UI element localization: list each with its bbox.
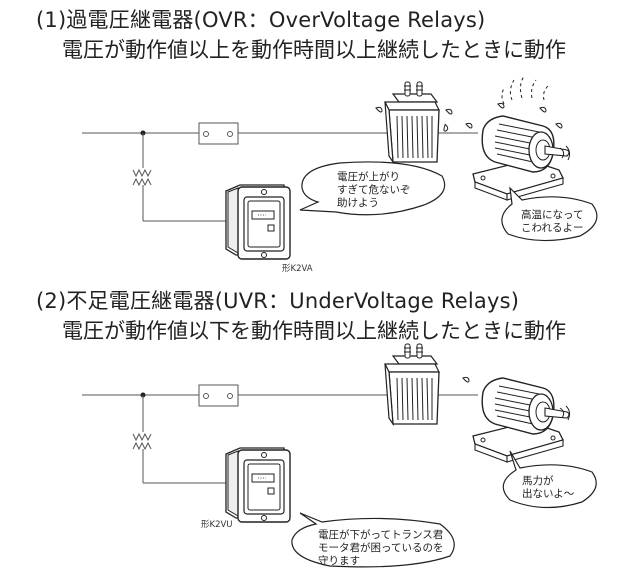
uvr-circuit: 形K2VU 馬力が 出ないよ〜 電圧が下がってトランス君 モータ君が困っているの…	[82, 343, 597, 568]
section-1-title: (1)過電圧継電器(OVR：OverVoltage Relays)	[36, 8, 486, 32]
svg-text:馬力が: 馬力が	[522, 474, 554, 487]
section-1-description: 電圧が動作値以上を動作時間以上継続したときに動作	[62, 38, 566, 62]
svg-text:助けよう: 助けよう	[337, 196, 379, 209]
transformer-icon	[384, 81, 440, 163]
ovr-circuit: 形K2VA 電圧が上がり すぎて危ないぞ 助けよう 高温になって	[82, 75, 598, 274]
relay-model-label: 形K2VA	[282, 264, 313, 274]
circuit-breaker-icon	[198, 384, 239, 407]
relay-device-icon	[225, 447, 291, 523]
svg-text:モータ君が困っているのを: モータ君が困っているのを	[318, 541, 443, 554]
transformer-icon	[384, 343, 440, 425]
svg-text:電圧が上がり: 電圧が上がり	[337, 170, 400, 183]
motor-icon	[472, 115, 570, 201]
motor-speech-bubble: 高温になって こわれるよー	[501, 186, 598, 242]
svg-text:出ないよ〜: 出ないよ〜	[522, 487, 575, 500]
section-2-description: 電圧が動作値以下を動作時間以上継続したときに動作	[62, 319, 566, 343]
relay-model-label: 形K2VU	[201, 520, 233, 530]
svg-text:守ります: 守ります	[318, 554, 360, 567]
svg-text:高温になって: 高温になって	[521, 208, 583, 221]
potential-transformer-icon	[132, 168, 152, 187]
relay-device-icon	[225, 184, 291, 260]
section-2-title: (2)不足電圧継電器(UVR：UnderVoltage Relays)	[36, 289, 520, 313]
svg-text:こわれるよー: こわれるよー	[521, 222, 583, 234]
svg-text:すぎて危ないぞ: すぎて危ないぞ	[337, 183, 411, 196]
motor-icon	[472, 377, 570, 463]
svg-text:電圧が下がってトランス君: 電圧が下がってトランス君	[318, 528, 443, 541]
circuit-breaker-icon	[198, 122, 239, 145]
relay-speech-bubble: 電圧が上がり すぎて危ないぞ 助けよう	[299, 161, 446, 216]
potential-transformer-icon	[132, 432, 152, 451]
heat-effect-icon	[375, 75, 571, 161]
sweat-drop-icon	[462, 376, 470, 383]
motor-speech-bubble: 馬力が 出ないよ〜	[502, 450, 597, 509]
relay-speech-bubble: 電圧が下がってトランス君 モータ君が困っているのを 守ります	[291, 512, 455, 568]
